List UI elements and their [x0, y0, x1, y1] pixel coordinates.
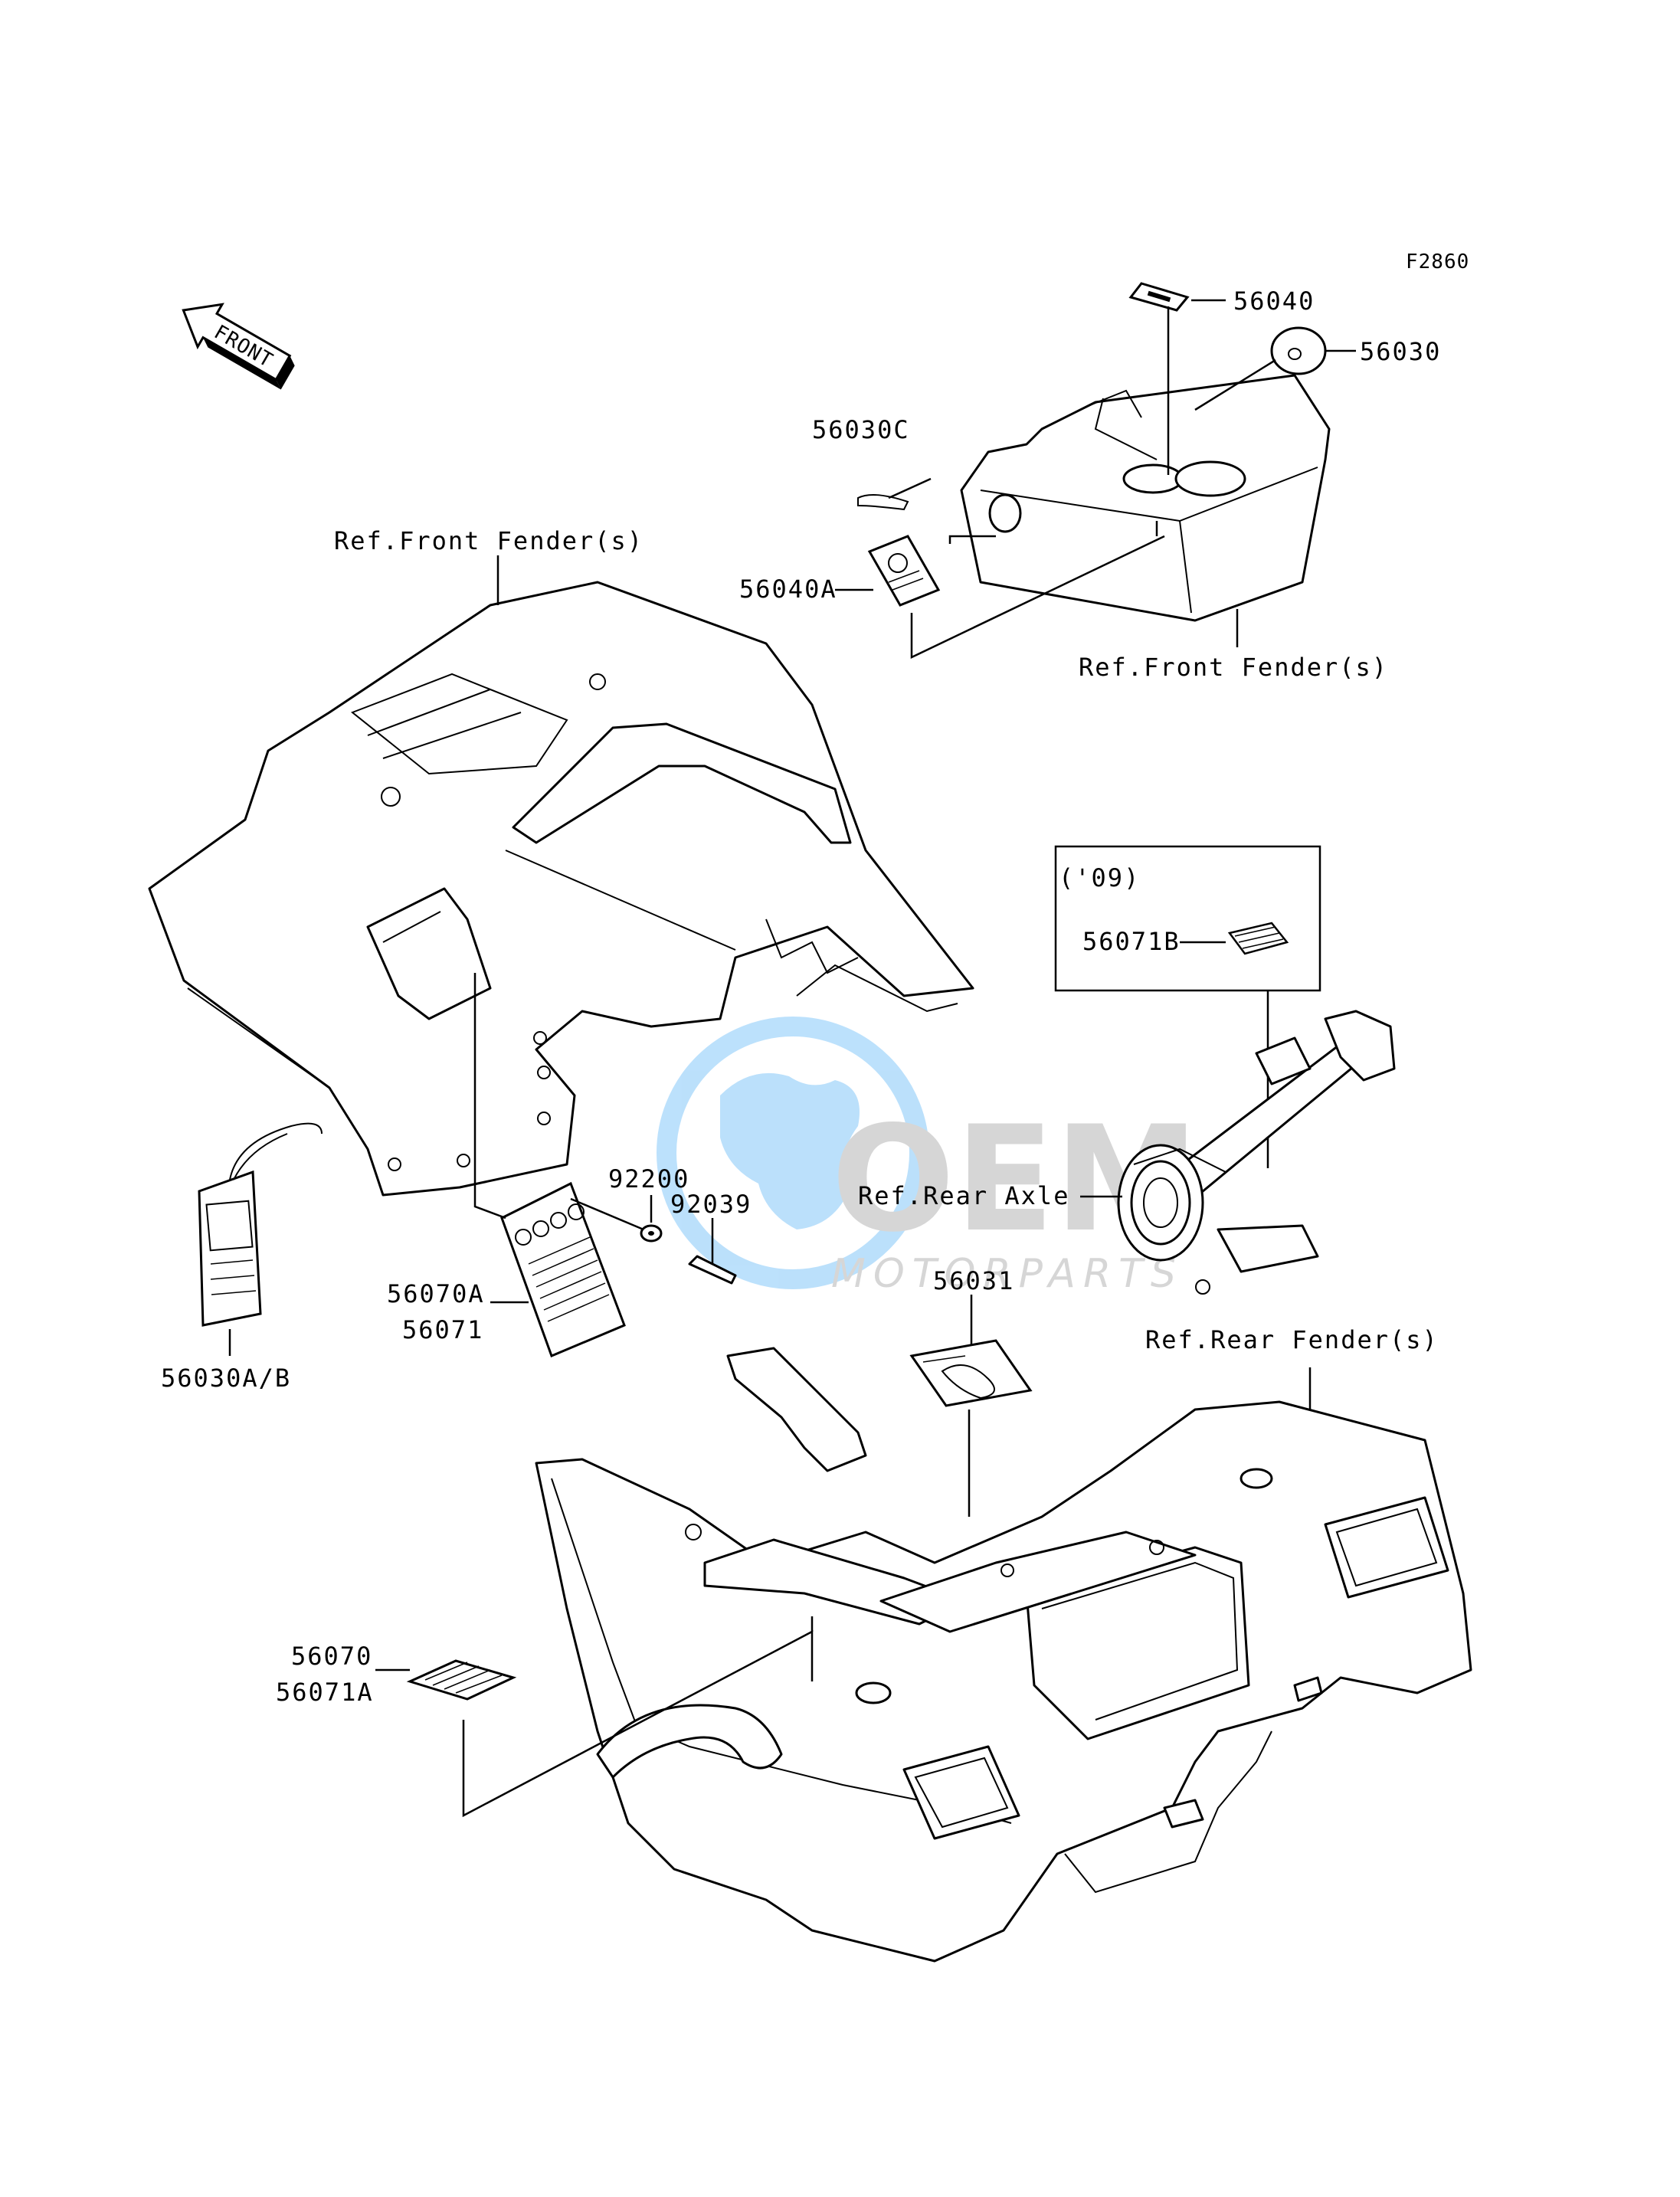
part-56030C: 56030C	[812, 415, 910, 444]
part-56070A: 56070A	[387, 1279, 485, 1308]
label-56030C: 56030C	[812, 415, 932, 511]
part-56071: 56071	[402, 1315, 483, 1344]
label-56070A: 56070A 56071	[387, 973, 644, 1357]
screw-92039: 92039	[670, 1190, 752, 1285]
rear-axle	[1117, 1010, 1396, 1295]
part-56040: 56040	[1233, 286, 1315, 316]
part-92200: 92200	[608, 1164, 689, 1193]
part-56031: 56031	[933, 1266, 1014, 1295]
part-56040A: 56040A	[739, 575, 837, 604]
label-56030: 56030	[1194, 326, 1441, 411]
part-56030AB: 56030A/B	[161, 1364, 291, 1393]
part-92039: 92039	[670, 1190, 752, 1219]
rear-fender	[535, 1347, 1472, 1963]
washer-92200: 92200	[608, 1164, 689, 1243]
watermark: OEM MOTORPARTS	[657, 1017, 1199, 1297]
part-56070: 56070	[291, 1642, 372, 1671]
watermark-sub: MOTORPARTS	[831, 1251, 1184, 1297]
part-56071A: 56071A	[276, 1678, 374, 1707]
year-box: ('09) 56071B	[1054, 845, 1321, 1168]
front-arrow-icon: FRONT	[182, 303, 295, 390]
part-56030: 56030	[1360, 337, 1441, 366]
label-56031: 56031	[909, 1266, 1033, 1517]
front-fender	[148, 581, 974, 1197]
year-label: ('09)	[1059, 863, 1140, 892]
ref-front-fender-left: Ref.Front Fender(s)	[334, 526, 644, 555]
ref-rear-fender: Ref.Rear Fender(s)	[1145, 1325, 1439, 1354]
label-56070: 56070 56071A	[276, 1616, 814, 1818]
part-56071B: 56071B	[1082, 927, 1181, 956]
label-56040: 56040	[1128, 282, 1315, 475]
label-56040A: 56040A	[739, 521, 1165, 659]
ref-front-fender-top: Ref.Front Fender(s)	[1079, 653, 1388, 682]
figure-code: F2860	[1406, 250, 1469, 273]
front-fender-panel	[960, 374, 1331, 622]
ref-rear-axle: Ref.Rear Axle	[858, 1181, 1069, 1210]
tag-56030AB: 56030A/B	[161, 1122, 323, 1393]
